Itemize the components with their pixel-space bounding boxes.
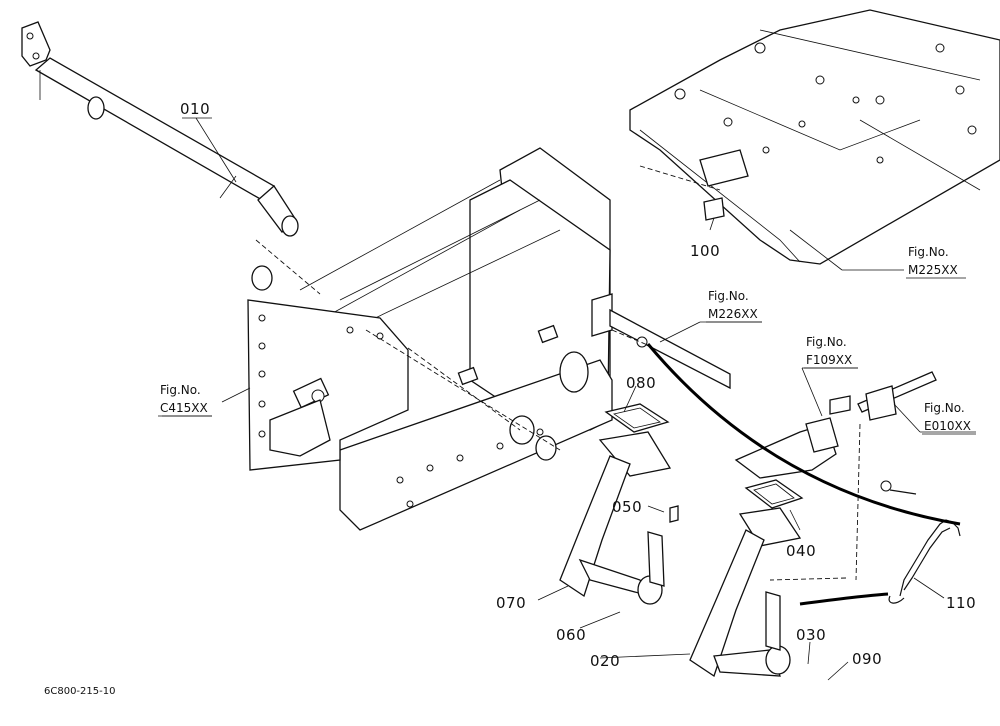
- part-label-090: 090: [852, 650, 882, 668]
- pedal-frame: [247, 147, 613, 531]
- shaft-010: [21, 21, 299, 237]
- leader-lines: [162, 117, 976, 681]
- fig-ref-code-m226: M226XX: [708, 307, 758, 321]
- cable: [646, 343, 961, 526]
- block-100: [703, 197, 725, 221]
- pedal-020: [689, 479, 804, 678]
- part-label-050: 050: [612, 498, 642, 516]
- part-label-060: 060: [556, 626, 586, 644]
- fig-ref-code-e010: E010XX: [924, 419, 971, 433]
- assembly-lines: [255, 165, 861, 581]
- spring-110: [888, 519, 961, 604]
- fig-ref-prefix-c415: Fig.No.: [160, 383, 201, 397]
- fig-ref-prefix-m226: Fig.No.: [708, 289, 749, 303]
- part-label-100: 100: [690, 242, 720, 260]
- fig-ref-prefix-e010: Fig.No.: [924, 401, 965, 415]
- fig-ref-prefix-m225: Fig.No.: [908, 245, 949, 259]
- fig-ref-code-f109: F109XX: [806, 353, 852, 367]
- fig-ref-prefix-f109: Fig.No.: [806, 335, 847, 349]
- part-label-080: 080: [626, 374, 656, 392]
- part-label-030: 030: [796, 626, 826, 644]
- part-label-110: 110: [946, 594, 976, 612]
- drawing-code: 6C800-215-10: [44, 686, 115, 697]
- rod-assembly: [591, 293, 731, 390]
- pedal-070: [559, 403, 679, 605]
- fig-ref-code-c415: C415XX: [160, 401, 208, 415]
- part-label-020: 020: [590, 652, 620, 670]
- part-label-010: 010: [180, 100, 210, 118]
- cable-end: [799, 592, 889, 606]
- part-label-070: 070: [496, 594, 526, 612]
- part-label-040: 040: [786, 542, 816, 560]
- floor-plate: [629, 9, 1000, 265]
- fig-ref-code-m225: M225XX: [908, 263, 958, 277]
- bracket-assembly: [734, 371, 937, 495]
